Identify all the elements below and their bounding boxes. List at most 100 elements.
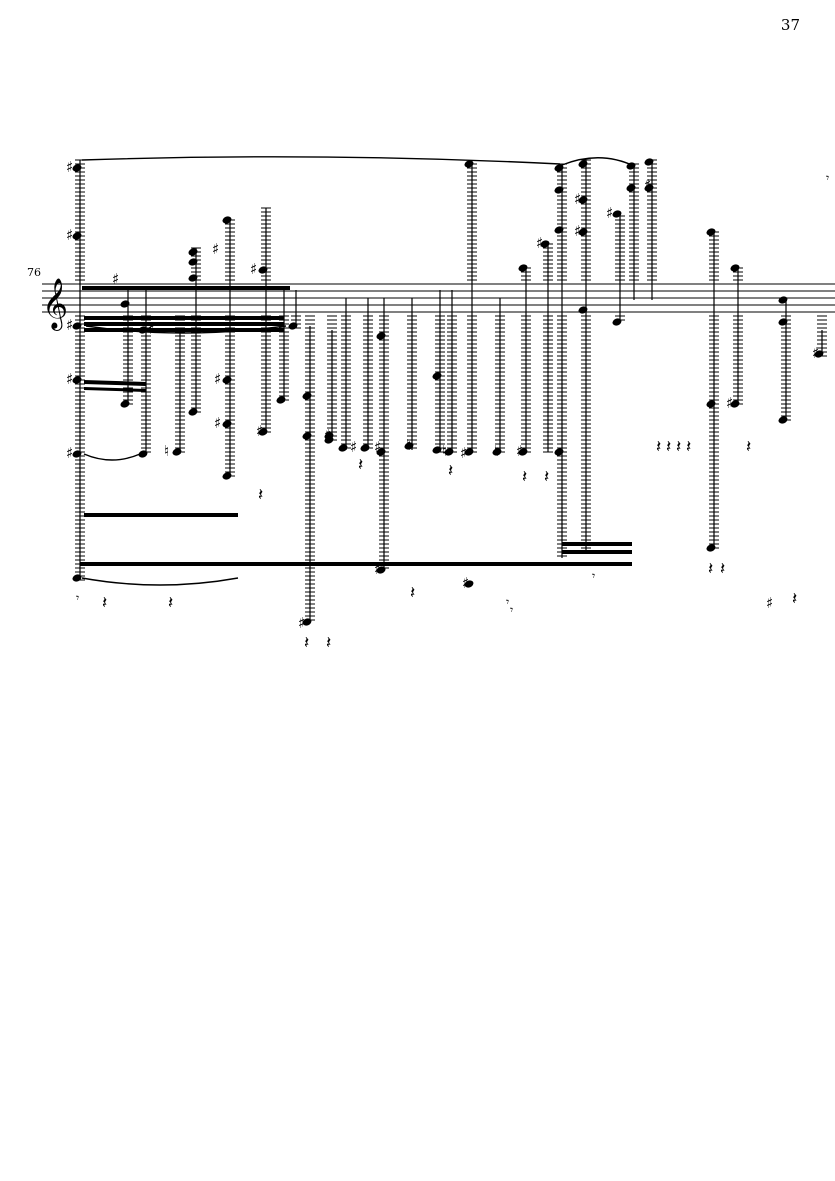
sharp-icon: ♯	[574, 222, 581, 240]
natural-icon: ♮	[442, 442, 447, 460]
notehead	[540, 240, 550, 248]
notehead	[518, 264, 528, 272]
notehead	[302, 432, 312, 440]
notehead	[188, 248, 198, 256]
quarter-rest-icon: 𝄽	[102, 593, 107, 613]
notehead	[172, 448, 182, 456]
notehead	[644, 184, 654, 192]
quarter-rest-icon: 𝄽	[544, 467, 549, 487]
page-number: 37	[780, 16, 800, 34]
notehead	[138, 450, 148, 458]
sharp-icon: ♯	[324, 426, 331, 444]
sharp-icon: ♯	[256, 422, 263, 440]
quarter-rest-icon: 𝄽	[656, 437, 661, 457]
notehead	[778, 296, 788, 304]
notehead	[188, 258, 198, 266]
measure-number: 76	[27, 266, 41, 279]
notehead	[706, 544, 716, 552]
sharp-icon: ♯	[644, 176, 651, 194]
quarter-rest-icon: 𝄽	[666, 437, 671, 457]
notehead	[376, 332, 386, 340]
notehead	[554, 186, 564, 194]
notehead	[626, 162, 636, 170]
notehead	[188, 274, 198, 282]
notehead	[338, 444, 348, 452]
natural-icon: ♮	[164, 442, 169, 460]
notehead	[72, 322, 82, 330]
sharp-icon: ♯	[250, 260, 257, 278]
quarter-rest-icon: 𝄽	[792, 589, 797, 609]
notehead	[404, 442, 414, 450]
quarter-rest-icon: 𝄽	[746, 437, 751, 457]
rest-cluster-icon: 𝄾	[506, 595, 509, 609]
notehead	[444, 448, 454, 456]
sharp-icon: ♯	[812, 344, 819, 362]
quarter-rest-icon: 𝄽	[676, 437, 681, 457]
notehead	[612, 318, 622, 326]
notehead	[626, 184, 636, 192]
notehead	[578, 306, 588, 314]
sharp-icon: ♯	[766, 594, 773, 612]
sharp-icon: ♯	[66, 370, 73, 388]
quarter-rest-icon: 𝄽	[410, 583, 415, 603]
rest-cluster-icon: 𝄾	[510, 603, 513, 617]
notehead	[578, 196, 588, 204]
notehead	[188, 408, 198, 416]
sharp-icon: ♯	[148, 320, 155, 338]
notehead	[464, 448, 474, 456]
notehead	[554, 448, 564, 456]
notehead	[376, 566, 386, 574]
notehead	[72, 450, 82, 458]
notehead	[778, 318, 788, 326]
quarter-rest-icon: 𝄽	[304, 633, 309, 653]
staff	[42, 283, 835, 313]
notehead	[222, 472, 232, 480]
notehead	[376, 448, 386, 456]
quarter-rest-icon: 𝄽	[686, 437, 691, 457]
notehead	[464, 580, 474, 588]
notehead	[302, 392, 312, 400]
sharp-icon: ♯	[726, 394, 733, 412]
sharp-icon: ♯	[374, 438, 381, 456]
sharp-icon: ♯	[66, 444, 73, 462]
notehead	[578, 228, 588, 236]
sharp-icon: ♯	[66, 316, 73, 334]
rest-cluster-icon: 𝄾	[592, 569, 595, 583]
notehead	[72, 164, 82, 172]
notehead	[222, 216, 232, 224]
sharp-icon: ♯	[516, 442, 523, 460]
ties	[81, 156, 635, 586]
quarter-rest-icon: 𝄽	[326, 633, 331, 653]
natural-icon: ♮	[494, 442, 499, 460]
notehead	[706, 400, 716, 408]
notehead	[464, 160, 474, 168]
notehead	[814, 350, 824, 358]
notehead	[432, 372, 442, 380]
notehead	[706, 228, 716, 236]
notehead	[432, 446, 442, 454]
notehead	[554, 226, 564, 234]
notehead	[120, 400, 130, 408]
sharp-icon: ♯	[460, 444, 467, 462]
notehead	[730, 264, 740, 272]
sharp-icon: ♯	[214, 414, 221, 432]
notehead	[222, 376, 232, 384]
notehead	[554, 164, 564, 172]
notehead	[258, 266, 268, 274]
quarter-rest-icon: 𝄽	[720, 559, 725, 579]
treble-clef-icon: 𝄞	[42, 278, 68, 331]
sharp-icon: ♯	[462, 574, 469, 592]
notehead	[72, 232, 82, 240]
sharp-icon: ♯	[212, 240, 219, 258]
sharp-icon: ♯	[298, 614, 305, 632]
notehead	[276, 396, 286, 404]
sharp-icon: ♯	[606, 204, 613, 222]
sharp-icon: ♯	[536, 234, 543, 252]
quarter-rest-icon: 𝄽	[168, 593, 173, 613]
notehead	[778, 416, 788, 424]
notehead	[492, 448, 502, 456]
quarter-rest-icon: 𝄽	[258, 485, 263, 505]
sharp-icon: ♯	[214, 370, 221, 388]
quarter-rest-icon: 𝄽	[708, 559, 713, 579]
